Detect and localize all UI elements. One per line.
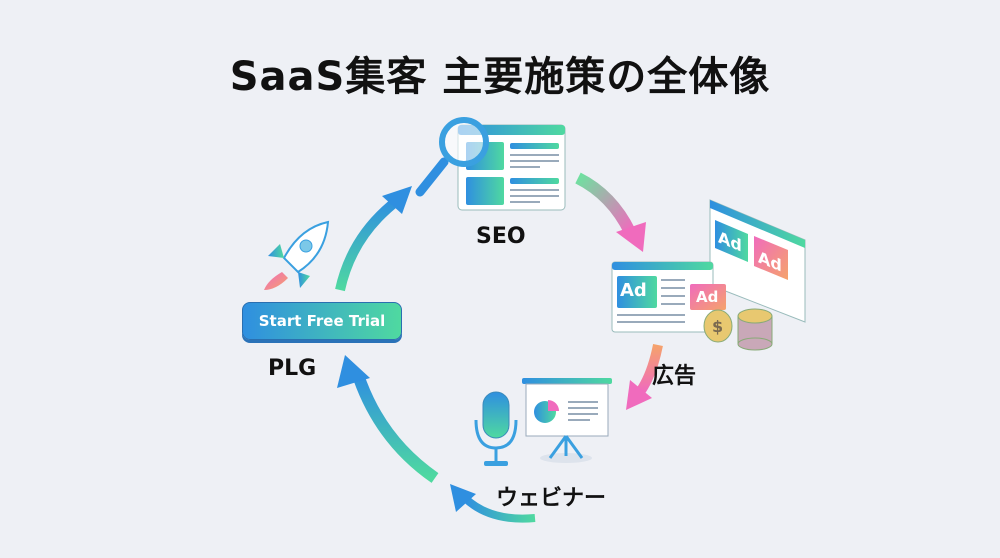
start-free-trial-button[interactable]: Start Free Trial (242, 302, 402, 340)
svg-text:$: $ (712, 317, 723, 336)
rocket-icon (264, 220, 330, 290)
webinar-label: ウェビナー (496, 486, 607, 511)
ads-browser-front-icon (611, 261, 726, 333)
ad-badge-front: Ad (620, 280, 647, 301)
page-title: SaaS集客 主要施策の全体像 (229, 54, 771, 100)
magnifier-icon (415, 117, 489, 197)
microphone-icon (474, 391, 518, 466)
ads-label: 広告 (652, 364, 697, 389)
coins-icon: $ (703, 308, 773, 351)
arrow-webinar-to-plg (337, 355, 536, 523)
ad-badge-small: Ad (696, 288, 719, 306)
arrow-seo-to-ads (575, 172, 646, 252)
seo-label: SEO (476, 224, 526, 249)
presentation-board-icon (522, 378, 612, 463)
plg-label: PLG (268, 356, 317, 381)
arrow-ads-to-webinar (626, 343, 663, 410)
ads-browser-back-icon (709, 199, 806, 323)
arrow-plg-to-seo (335, 186, 412, 292)
